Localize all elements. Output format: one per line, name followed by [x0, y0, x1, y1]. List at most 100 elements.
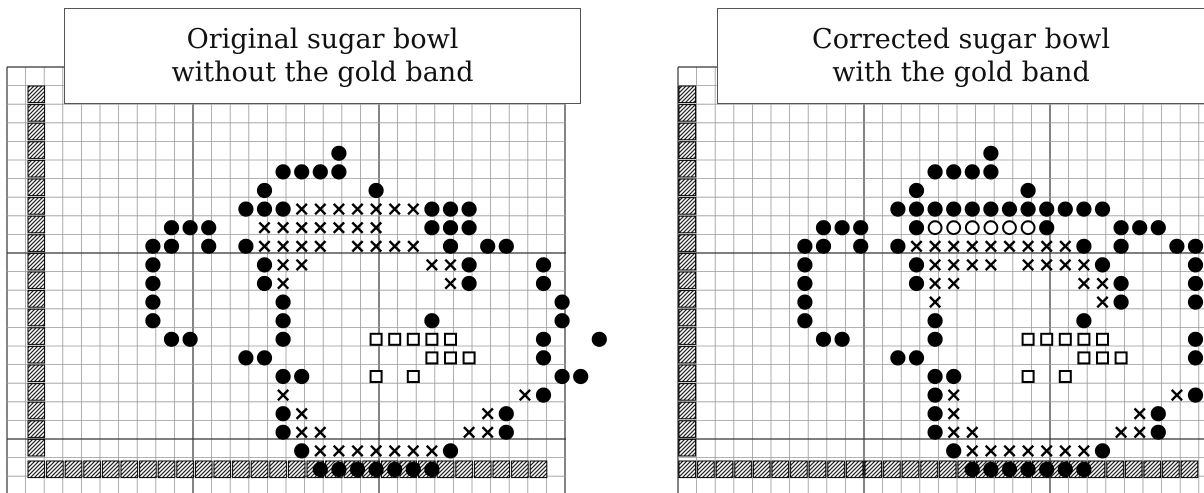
hatched-cell: [27, 383, 46, 401]
stitch-filled-dot: [163, 238, 180, 254]
stitch-filled-dot: [964, 164, 980, 180]
stitch-cross: [295, 407, 308, 420]
stitch-filled-dot: [1020, 182, 1036, 199]
stitch-filled-dot: [1039, 201, 1055, 217]
stitch-filled-dot: [890, 350, 906, 366]
stitch-filled-dot: [275, 424, 291, 440]
hatched-cell: [734, 460, 752, 479]
hatched-cell: [176, 460, 194, 479]
stitch-filled-dot: [1076, 461, 1092, 478]
stitch-open-square: [425, 332, 439, 346]
stitch-cross: [1077, 277, 1090, 290]
stitch-cross: [966, 240, 979, 253]
stitch-filled-dot: [145, 313, 161, 329]
stitch-filled-dot: [964, 461, 980, 478]
stitch-open-circle: [1002, 220, 1017, 236]
stitch-filled-dot: [256, 275, 273, 292]
stitch-open-square: [1058, 332, 1072, 346]
stitch-filled-dot: [1020, 201, 1036, 217]
hatched-cell: [678, 141, 697, 159]
hatched-cell: [27, 252, 46, 271]
stitch-cross: [1115, 426, 1128, 439]
stitch-filled-dot: [591, 331, 607, 347]
stitch-cross: [1040, 258, 1053, 271]
stitch-cross: [388, 203, 401, 216]
grid-lines: [677, 66, 1204, 493]
stitch-filled-dot: [349, 461, 366, 478]
stitch-cross: [481, 426, 494, 439]
title-corrected-line-2: with the gold band: [832, 57, 1090, 88]
stitch-filled-dot: [983, 201, 999, 217]
stitch-filled-dot: [573, 368, 589, 385]
stitch-filled-dot: [1169, 238, 1185, 254]
stitch-filled-dot: [201, 220, 217, 236]
stitch-filled-dot: [498, 406, 514, 422]
stitch-cross: [370, 240, 383, 253]
hatched-cell: [678, 104, 697, 122]
stitch-filled-dot: [908, 350, 925, 366]
stitch-filled-dot: [1150, 424, 1166, 440]
stitch-filled-dot: [946, 164, 962, 180]
stitch-cross: [277, 389, 290, 402]
stitch-cross: [1003, 240, 1016, 253]
hatched-cell: [678, 197, 697, 215]
stitch-cross: [351, 221, 364, 234]
stitch-cross: [966, 426, 979, 439]
stitch-cross: [314, 240, 327, 253]
stitch-cross: [425, 444, 438, 457]
stitch-filled-dot: [815, 220, 832, 236]
stitch-cross: [1170, 389, 1183, 402]
stitch-filled-dot: [908, 220, 925, 236]
hatched-cell: [232, 460, 250, 479]
stitch-cross: [332, 221, 345, 234]
hatched-cell: [139, 460, 157, 479]
hatched-cell: [1124, 460, 1143, 479]
stitch-filled-dot: [201, 238, 217, 254]
stitch-filled-dot: [1094, 257, 1111, 273]
title-corrected: Corrected sugar bowl with the gold band: [717, 8, 1204, 104]
stitch-open-square: [1021, 370, 1035, 383]
stitch-cross: [295, 203, 308, 216]
stitch-symbols: [797, 145, 1204, 478]
stitch-filled-dot: [535, 275, 552, 292]
hatched-cell: [194, 460, 213, 479]
stitch-filled-dot: [256, 257, 273, 273]
hatched-cell: [27, 215, 46, 234]
stitch-cross: [984, 258, 997, 271]
hatched-cell: [27, 460, 46, 479]
stitch-cross: [370, 203, 383, 216]
stitch-open-square: [369, 332, 383, 346]
stitch-cross: [370, 221, 383, 234]
stitch-cross: [481, 407, 494, 420]
stitch-cross: [407, 444, 420, 457]
stitch-open-square: [1114, 351, 1128, 365]
hatched-cell: [269, 460, 287, 479]
stitch-filled-dot: [461, 275, 477, 292]
hatched-cell: [752, 460, 771, 479]
stitch-cross: [314, 444, 327, 457]
hatched-cell: [1162, 460, 1180, 479]
stitch-cross: [1133, 426, 1146, 439]
stitch-filled-dot: [1187, 238, 1204, 254]
stitch-filled-dot: [908, 182, 925, 199]
stitch-open-square: [1077, 332, 1091, 346]
stitch-filled-dot: [797, 238, 813, 254]
stitch-filled-dot: [461, 257, 477, 273]
hatched-cell: [27, 327, 46, 345]
stitch-cross: [1059, 240, 1072, 253]
stitch-filled-dot: [535, 331, 552, 347]
stitch-open-square: [406, 370, 420, 383]
stitch-filled-dot: [1187, 294, 1204, 310]
hatched-cell: [27, 401, 46, 420]
title-corrected-line-1: Corrected sugar bowl: [812, 24, 1110, 55]
hatched-cell: [1106, 460, 1124, 479]
stitch-filled-dot: [256, 201, 273, 217]
stitch-filled-dot: [535, 350, 552, 366]
stitch-filled-dot: [405, 461, 421, 478]
stitch-filled-dot: [1057, 461, 1073, 478]
stitch-open-square: [1096, 351, 1109, 365]
stitch-cross: [929, 277, 942, 290]
stitch-filled-dot: [238, 350, 254, 366]
hatched-cell: [1180, 460, 1199, 479]
stitch-filled-dot: [853, 238, 869, 254]
